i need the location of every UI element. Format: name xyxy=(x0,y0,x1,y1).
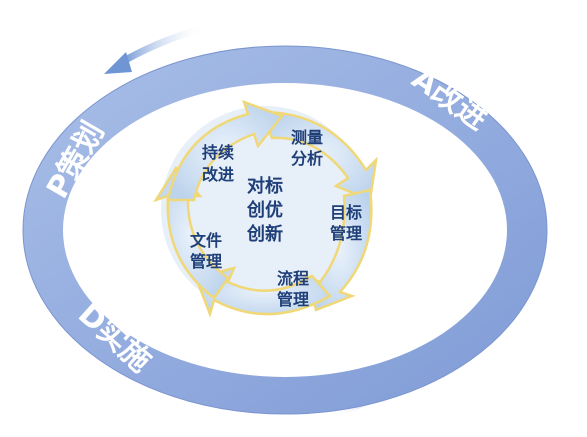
segment-label-document-2: 管理 xyxy=(190,252,222,271)
segment-target xyxy=(304,188,373,312)
center-label-2: 创优 xyxy=(246,199,283,221)
segment-label-process-1: 流程 xyxy=(277,269,309,288)
center-label-3: 创新 xyxy=(246,223,283,245)
top-cycle-arrow xyxy=(104,24,209,74)
segment-label-measure-1: 测量 xyxy=(291,128,323,147)
segment-label-target-1: 目标 xyxy=(330,203,362,222)
segment-label-improve-1: 持续 xyxy=(202,143,234,162)
segment-label-document-1: 文件 xyxy=(190,231,222,250)
segment-measure xyxy=(260,110,378,202)
segment-label-process-2: 管理 xyxy=(277,290,309,309)
segment-process xyxy=(194,266,332,318)
segment-label-improve-2: 改进 xyxy=(202,165,234,184)
center-label-1: 对标 xyxy=(247,175,283,197)
segment-improve xyxy=(166,99,285,202)
segment-label-measure-2: 分析 xyxy=(291,149,323,168)
segment-label-target-2: 管理 xyxy=(330,224,362,243)
